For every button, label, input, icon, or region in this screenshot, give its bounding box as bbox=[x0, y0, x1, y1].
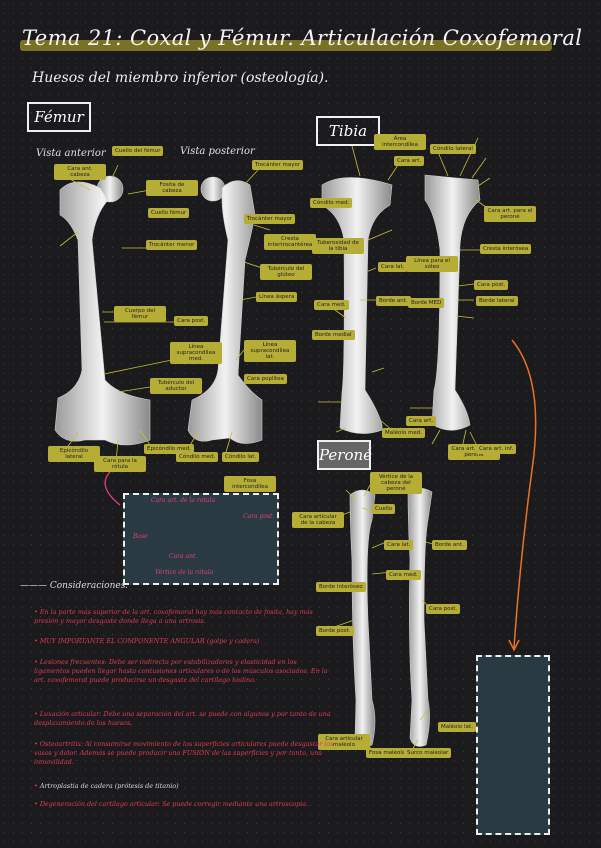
femur-tag: Línea áspera bbox=[256, 292, 297, 302]
tibia-tag: Cara art. bbox=[406, 416, 436, 426]
pink-connector-line bbox=[105, 470, 120, 505]
femur-tag: Cara para la rótula bbox=[94, 456, 146, 472]
perone-tag: Cara post. bbox=[426, 604, 460, 614]
tibia-tag: Línea para el sóleo bbox=[406, 256, 458, 272]
note-item: • Artroplastia de cadera (prótesis de ti… bbox=[34, 782, 334, 791]
tibia-tag: Cóndilo med. bbox=[310, 198, 352, 208]
femur-tag: Tubérculo del glúteo bbox=[260, 264, 312, 280]
tibia-tag: Cara art. bbox=[394, 156, 424, 166]
femur-tag: Fosa intercondílea bbox=[224, 476, 276, 492]
tibia-tag: Cara lat. bbox=[378, 262, 407, 272]
note-text: Luxación articular: Debe una separación … bbox=[34, 710, 331, 727]
tibia-tag: Área intercondílea bbox=[374, 134, 426, 150]
patella-inset: Cara art. de la rótula Cara post. Cara a… bbox=[123, 493, 279, 585]
femur-tag: Fosita de cabeza bbox=[146, 180, 198, 196]
femur-tag: Cara post. bbox=[174, 316, 208, 326]
femur-tag: Trocánter mayor bbox=[252, 160, 303, 170]
note-text: Degeneración del cartílago articular: Se… bbox=[40, 800, 308, 808]
tibia-tag: Borde MED bbox=[408, 298, 444, 308]
considerations-title: Consideraciones: bbox=[50, 581, 128, 591]
perone-tag: Maléolo lat. bbox=[438, 722, 476, 732]
femur-tag: Cóndilo lat. bbox=[222, 452, 259, 462]
inset-label: Vértice de la rótula bbox=[155, 569, 213, 576]
inset-label: Base bbox=[133, 533, 148, 540]
tibia-tag: Borde ant. bbox=[376, 296, 411, 306]
tibia-tag: Borde lateral bbox=[476, 296, 518, 306]
femur-tag: Trocánter menor bbox=[146, 240, 197, 250]
tibia-tag: Borde medial bbox=[312, 330, 355, 340]
femur-tag: Tubérculo del aductor bbox=[150, 378, 202, 394]
femur-tag: Línea supracondílea med. bbox=[170, 342, 222, 364]
perone-tag: Borde ant. bbox=[432, 540, 467, 550]
perone-drawing bbox=[350, 488, 432, 747]
femur-tag: Cara ant. cabeza bbox=[54, 164, 106, 180]
note-text: MUY IMPORTANTE EL COMPONENTE ANGULAR (go… bbox=[40, 637, 260, 645]
perone-tag: Cara med. bbox=[386, 570, 421, 580]
perone-tag: Cara articular de la cabeza bbox=[292, 512, 344, 528]
note-text: Osteoartritis: Al consumirse movimiento … bbox=[34, 740, 333, 766]
tibia-tag: Cóndilo lateral bbox=[430, 144, 476, 154]
tibia-tag: Cara post. bbox=[474, 280, 508, 290]
femur-tag: Trocánter mayor bbox=[244, 214, 295, 224]
inset-label: Cara post. bbox=[243, 513, 274, 520]
inset-label: Cara ant. bbox=[169, 553, 197, 560]
considerations-heading: ——— Consideraciones: bbox=[20, 581, 128, 591]
note-item: • Luxación articular: Debe una separació… bbox=[34, 710, 334, 728]
perone-tag: Vértice de la cabeza del peroné bbox=[370, 472, 422, 494]
note-item: • En la parte más superior de la art. co… bbox=[34, 608, 334, 626]
perone-tag: Borde interóseo bbox=[316, 582, 366, 592]
tibia-tag: Cara art. inf. bbox=[476, 444, 516, 454]
femur-tag: Cuello fémur bbox=[148, 208, 189, 218]
perone-tag: Surco maleolar bbox=[404, 748, 451, 758]
tibia-tag: Cresta interósea bbox=[480, 244, 531, 254]
perone-tag: Cara lat. bbox=[384, 540, 413, 550]
note-text: En la parte más superior de la art. coxo… bbox=[34, 608, 313, 625]
tibia-tag: Cara art. para el peroné bbox=[484, 206, 536, 222]
note-item: • MUY IMPORTANTE EL COMPONENTE ANGULAR (… bbox=[34, 637, 334, 646]
note-item: • Lesiones frecuentes: Debe ser indirect… bbox=[34, 658, 334, 685]
perone-tag: Cuello bbox=[372, 504, 395, 514]
femur-tag: Cara poplítea bbox=[244, 374, 287, 384]
femur-tag: Epicóndilo lateral bbox=[48, 446, 100, 462]
note-text: Lesiones frecuentes: Debe ser indirecta … bbox=[34, 658, 328, 684]
femur-tag: Cuerpo del fémur bbox=[114, 306, 166, 322]
tibia-tag: Cara med. bbox=[314, 300, 349, 310]
leg-bones-inset bbox=[476, 655, 550, 835]
femur-tag: Línea supracondílea lat. bbox=[244, 340, 296, 362]
note-item: • Osteoartritis: Al consumirse movimient… bbox=[34, 740, 334, 767]
note-text: Artroplastia de cadera (prótesis de tita… bbox=[40, 782, 179, 790]
femur-tag: Cresta intertrocantérea bbox=[264, 234, 316, 250]
tibia-tag: Tuberosidad de la tibia bbox=[312, 238, 364, 254]
femur-tag: Cóndilo med. bbox=[176, 452, 218, 462]
note-item: • Degeneración del cartílago articular: … bbox=[34, 800, 334, 809]
femur-tag: Cuello del fémur bbox=[112, 146, 163, 156]
perone-tag: Borde post. bbox=[316, 626, 354, 636]
tibia-tag: Maléolo med. bbox=[382, 428, 425, 438]
orange-connector-line bbox=[512, 340, 536, 648]
inset-label: Cara art. de la rótula bbox=[151, 497, 215, 504]
